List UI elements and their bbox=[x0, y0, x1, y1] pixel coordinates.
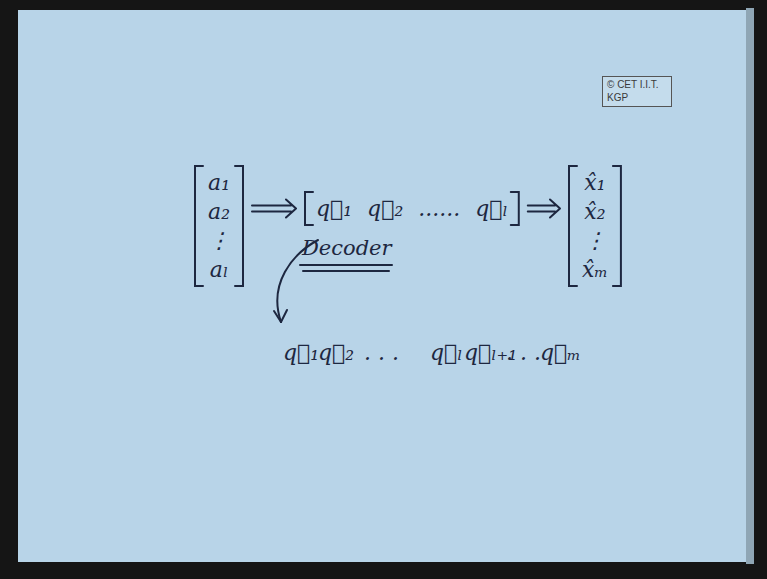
vector-entry: x̂₁ bbox=[584, 168, 605, 197]
input-vector: a₁a₂⋮aₗ bbox=[192, 164, 246, 288]
vector-entry: ⋮ bbox=[584, 226, 606, 255]
vector-entry: a₁ bbox=[208, 168, 230, 197]
codevector-label: q⃗ₘ bbox=[540, 340, 581, 365]
vector-entry: ⋮ bbox=[208, 226, 230, 255]
codevector-label: q⃗₁ bbox=[283, 340, 319, 365]
codevector-label: q⃗₂ bbox=[318, 340, 354, 365]
paper-edge bbox=[746, 8, 754, 564]
codevector-label: q⃗ₗ bbox=[430, 340, 463, 365]
codevector-row: q⃗₁ q⃗₂ ...... q⃗ₗ bbox=[302, 190, 522, 227]
decoder-underline bbox=[300, 265, 392, 271]
ellipsis: . . . bbox=[364, 340, 399, 365]
watermark-box: © CET I.I.T. KGP bbox=[602, 76, 672, 107]
vector-entry: x̂₂ bbox=[584, 197, 605, 226]
implies-arrow bbox=[528, 200, 560, 218]
ellipsis: . . . bbox=[506, 340, 541, 365]
output-vector: x̂₁x̂₂⋮x̂ₘ bbox=[566, 164, 624, 288]
vector-entry: q⃗₁ q⃗₂ ...... q⃗ₗ bbox=[316, 194, 508, 223]
watermark-text: © CET I.I.T. KGP bbox=[607, 79, 667, 104]
vector-entry: aₗ bbox=[210, 255, 228, 284]
vector-entry: x̂ₘ bbox=[582, 255, 608, 284]
decoder-label: Decoder bbox=[302, 236, 392, 260]
implies-arrow bbox=[252, 200, 296, 218]
vector-entry: a₂ bbox=[208, 197, 230, 226]
